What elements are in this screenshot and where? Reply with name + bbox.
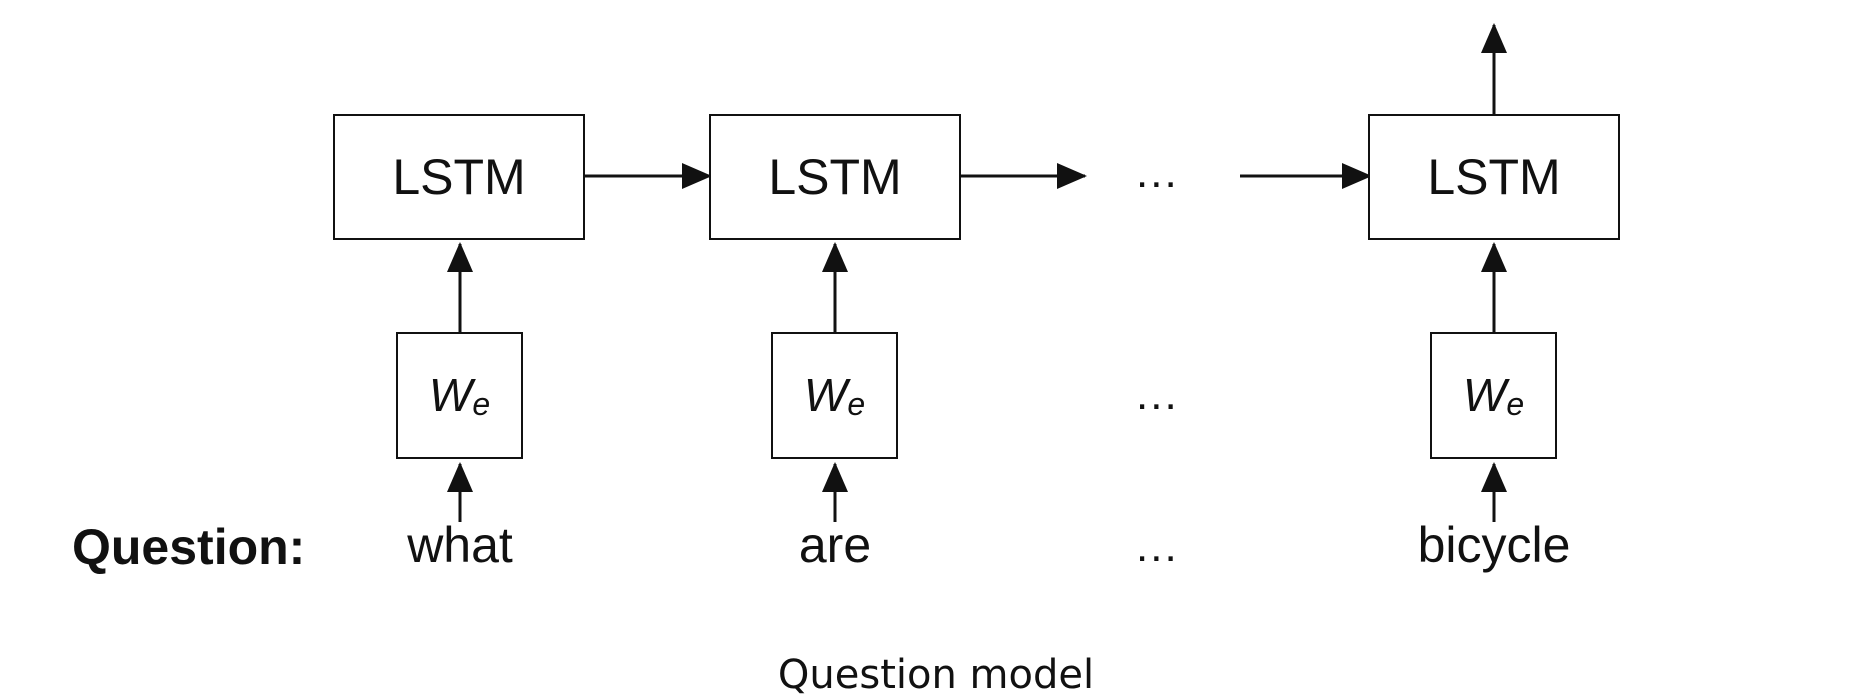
ellipsis-lstm-row: ...	[1136, 148, 1179, 197]
embedding-box-2: We	[771, 332, 898, 459]
lstm-label-2: LSTM	[768, 149, 902, 205]
embedding-symbol-1: We	[428, 369, 491, 422]
question-label: Question:	[72, 519, 306, 575]
lstm-box-2: LSTM	[709, 114, 961, 240]
embedding-symbol-3: We	[1462, 369, 1525, 422]
ellipsis-word-row: ...	[1136, 522, 1179, 571]
question-word-1: what	[407, 517, 513, 573]
question-word-2: are	[798, 517, 872, 573]
lstm-label-3: LSTM	[1427, 149, 1561, 205]
embedding-symbol-2: We	[803, 369, 866, 422]
lstm-box-1: LSTM	[333, 114, 585, 240]
ellipsis-embedding-row: ...	[1136, 370, 1179, 419]
figure-caption: Question model	[777, 652, 1095, 698]
embedding-box-3: We	[1430, 332, 1557, 459]
lstm-label-1: LSTM	[392, 149, 526, 205]
embedding-box-1: We	[396, 332, 523, 459]
question-word-3: bicycle	[1417, 517, 1571, 573]
lstm-box-3: LSTM	[1368, 114, 1620, 240]
